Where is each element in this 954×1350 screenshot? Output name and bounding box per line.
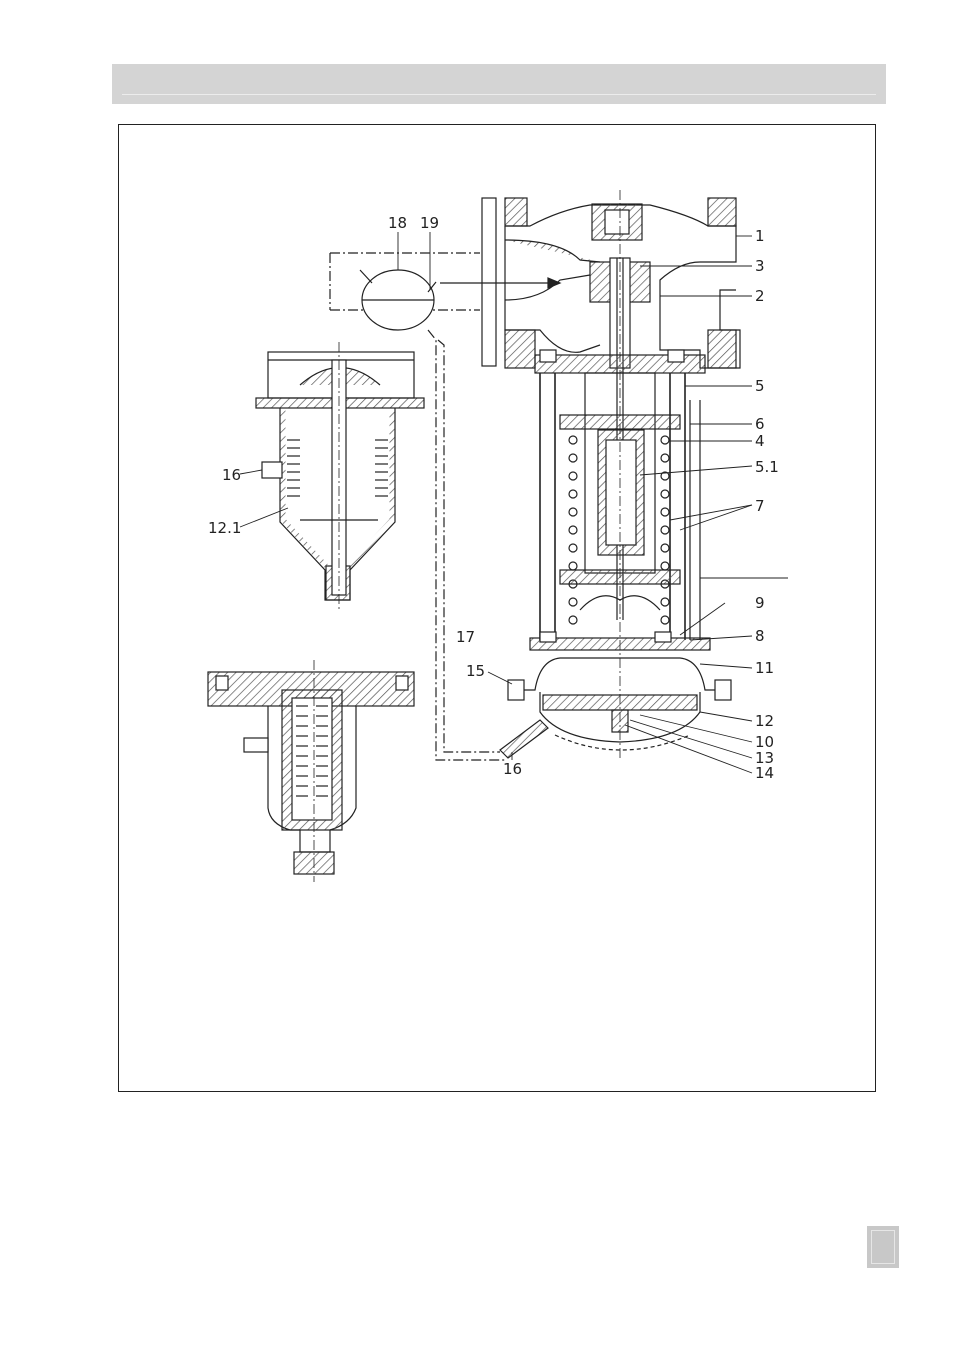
- detail-lower: [208, 660, 414, 882]
- callout-5: 5: [755, 377, 765, 395]
- detail-upper: [256, 342, 424, 610]
- callout-19: 19: [420, 214, 439, 232]
- callout-11: 11: [755, 659, 774, 677]
- page-tab-inner: [871, 1230, 895, 1264]
- callout-12: 12: [755, 712, 774, 730]
- callout-15: 15: [466, 662, 485, 680]
- callout-3: 3: [755, 257, 765, 275]
- callout-14: 14: [755, 764, 774, 782]
- callout-16-detail: 16: [222, 466, 241, 484]
- callout-7: 7: [755, 497, 765, 515]
- callout-8: 8: [755, 627, 765, 645]
- callout-5-1: 5.1: [755, 458, 779, 476]
- callout-9: 9: [755, 594, 765, 612]
- page-tab: [867, 1226, 899, 1268]
- callout-12-1: 12.1: [208, 519, 241, 537]
- callout-4: 4: [755, 432, 765, 450]
- callout-16-main: 16: [503, 760, 522, 778]
- callout-18: 18: [388, 214, 407, 232]
- callout-6: 6: [755, 415, 765, 433]
- callout-2: 2: [755, 287, 765, 305]
- callout-1: 1: [755, 227, 765, 245]
- callout-17: 17: [456, 628, 475, 646]
